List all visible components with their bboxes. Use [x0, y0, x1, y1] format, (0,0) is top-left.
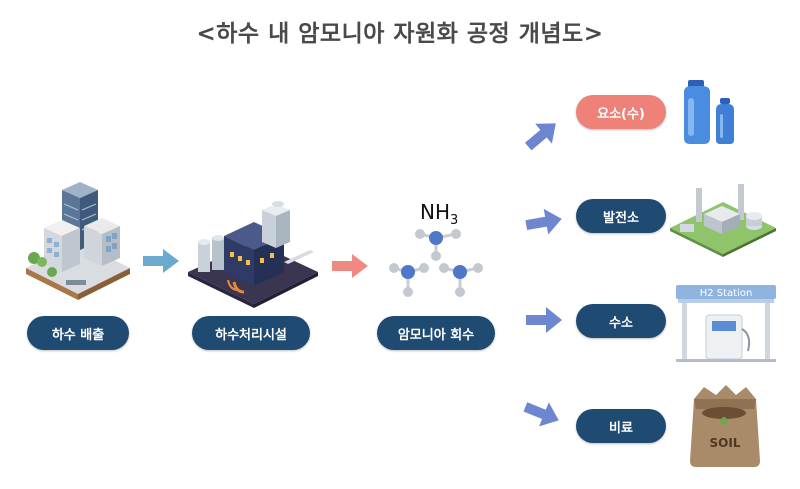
- water-bottle-icon: [684, 80, 734, 144]
- ammonia-recovery-label: 암모니아 회수: [377, 316, 495, 350]
- fertilizer-label: 비료: [576, 409, 666, 443]
- urea-label: 요소(수): [576, 95, 666, 129]
- arrow-right-icon: [332, 254, 368, 278]
- treatment-plant-label: 하수처리시설: [192, 316, 310, 350]
- hydrogen-label: 수소: [576, 304, 666, 338]
- nh3-formula: NH3: [420, 200, 459, 228]
- power-plant-label: 발전소: [576, 199, 666, 233]
- arrow-down-right-icon: [523, 402, 559, 427]
- city-buildings-icon: [26, 182, 130, 300]
- arrow-right-icon: [525, 208, 562, 235]
- ammonia-molecule-icon: [389, 229, 483, 297]
- treatment-plant-icon: [188, 201, 318, 308]
- arrow-up-right-icon: [524, 123, 556, 151]
- hydrogen-station-icon: H2 Station: [676, 285, 776, 362]
- sewage-discharge-label: 하수 배출: [27, 316, 129, 350]
- soil-bag-icon: SOIL: [690, 385, 760, 467]
- station-sign-text: H2 Station: [700, 288, 753, 299]
- arrow-right-icon: [143, 249, 179, 273]
- page-title: <하수 내 암모니아 자원화 공정 개념도>: [196, 21, 604, 47]
- arrow-right-icon: [526, 307, 562, 333]
- soil-label-text: SOIL: [710, 436, 741, 450]
- power-plant-icon: [670, 184, 776, 257]
